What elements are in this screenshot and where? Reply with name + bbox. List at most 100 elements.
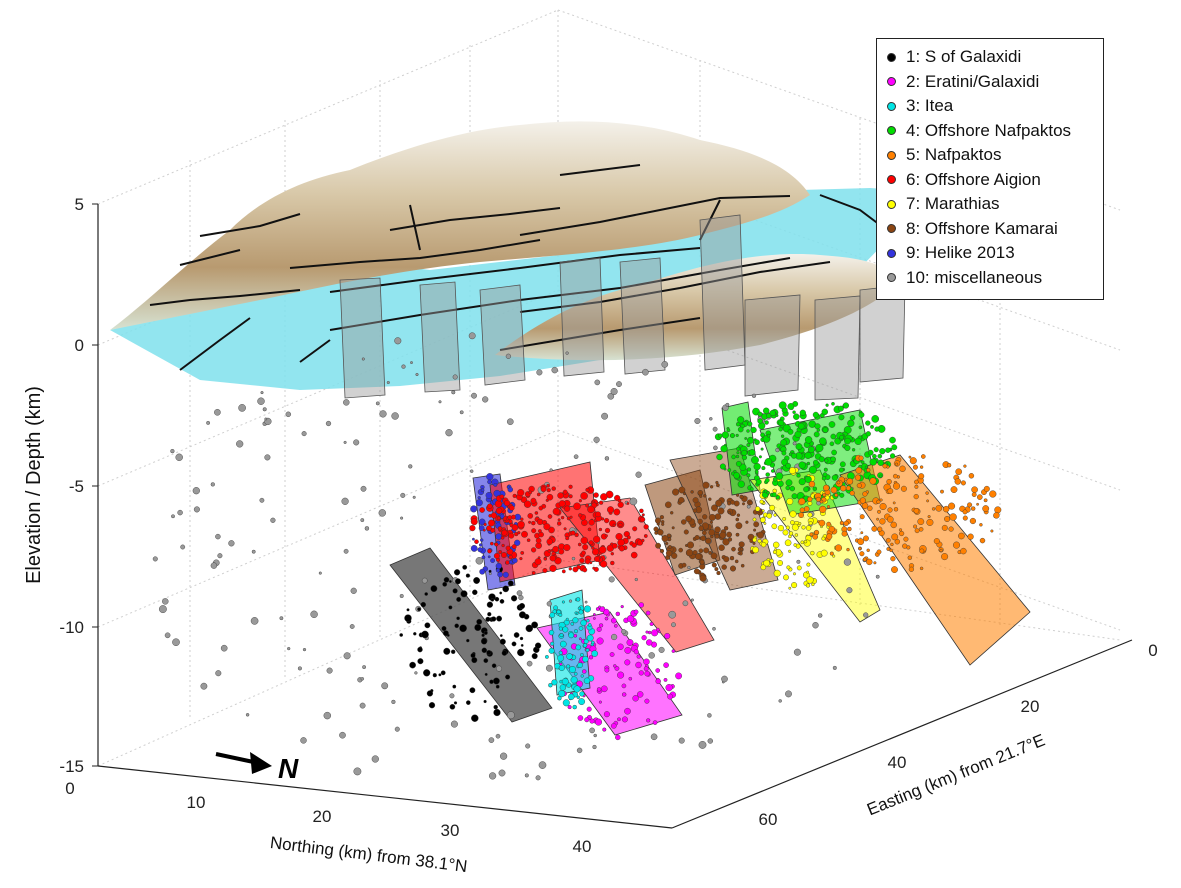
hypocenter-point: [621, 716, 628, 723]
hypocenter-point: [608, 576, 615, 583]
hypocenter-point: [586, 634, 594, 642]
hypocenter-point: [982, 505, 990, 512]
hypocenter-point: [758, 455, 762, 459]
hypocenter-point: [512, 493, 517, 498]
hypocenter-point: [604, 534, 608, 538]
hypocenter-point: [412, 495, 416, 499]
hypocenter-point: [454, 569, 461, 576]
hypocenter-point: [772, 549, 778, 555]
hypocenter-point: [646, 639, 653, 646]
hypocenter-point: [531, 520, 536, 526]
hypocenter-point: [793, 413, 800, 420]
hypocenter-point: [636, 654, 641, 659]
hypocenter-point: [788, 531, 794, 536]
hypocenter-point: [872, 453, 877, 459]
hypocenter-point: [813, 431, 820, 438]
hypocenter-point: [518, 594, 524, 601]
hypocenter-point: [931, 507, 936, 511]
hypocenter-point: [499, 634, 503, 637]
hypocenter-point: [318, 571, 322, 575]
hypocenter-point: [648, 652, 655, 659]
hypocenter-point: [587, 505, 595, 514]
hypocenter-point: [753, 528, 757, 532]
hypocenter-point: [891, 533, 899, 541]
hypocenter-point: [525, 624, 533, 633]
hypocenter-point: [353, 767, 362, 776]
hypocenter-point: [867, 505, 873, 511]
hypocenter-point: [505, 545, 511, 551]
hypocenter-point: [775, 495, 780, 500]
hypocenter-point: [486, 473, 494, 481]
hypocenter-point: [483, 658, 489, 663]
hypocenter-point: [565, 536, 570, 541]
hypocenter-point: [563, 544, 571, 552]
hypocenter-point: [918, 473, 925, 480]
hypocenter-point: [727, 468, 732, 472]
hypocenter-point: [810, 550, 815, 556]
hypocenter-point: [665, 501, 672, 509]
hypocenter-point: [752, 546, 759, 554]
hypocenter-point: [576, 695, 580, 699]
hypocenter-point: [793, 648, 801, 656]
hypocenter-point: [697, 490, 703, 496]
hypocenter-point: [814, 423, 821, 430]
hypocenter-point: [860, 531, 864, 535]
hypocenter-point: [812, 534, 819, 540]
hypocenter-point: [891, 444, 898, 451]
hypocenter-point: [678, 737, 685, 744]
hypocenter-point: [742, 502, 746, 506]
hypocenter-point: [520, 644, 524, 647]
hypocenter-point: [180, 544, 186, 550]
hypocenter-point: [716, 570, 721, 576]
hypocenter-point: [759, 499, 764, 504]
hypocenter-point: [716, 483, 720, 488]
hypocenter-point: [813, 459, 819, 466]
hypocenter-point: [963, 464, 967, 468]
hypocenter-point: [824, 458, 829, 463]
hypocenter-point: [887, 507, 893, 513]
north-arrow: N: [215, 752, 299, 784]
hypocenter-point: [644, 670, 651, 677]
hypocenter-point: [192, 487, 200, 495]
hypocenter-point: [886, 479, 892, 485]
hypocenter-point: [215, 670, 222, 677]
hypocenter-point: [847, 419, 855, 427]
hypocenter-point: [838, 414, 845, 421]
hypocenter-point: [757, 411, 763, 417]
hypocenter-point: [826, 521, 832, 527]
hypocenter-point: [806, 570, 809, 574]
hypocenter-point: [690, 490, 694, 494]
hypocenter-point: [501, 529, 508, 536]
hypocenter-point: [582, 567, 588, 573]
hypocenter-point: [889, 548, 893, 553]
hypocenter-point: [862, 557, 867, 562]
easting-tick-label: 20: [1021, 697, 1040, 716]
hypocenter-point: [979, 523, 983, 527]
hypocenter-point: [632, 695, 639, 702]
hypocenter-point: [568, 599, 573, 603]
hypocenter-point: [420, 601, 426, 608]
z-tick-label: 0: [75, 336, 84, 355]
hypocenter-point: [558, 500, 566, 507]
hypocenter-point: [560, 515, 565, 520]
hypocenter-point: [538, 531, 544, 538]
hypocenter-point: [694, 418, 701, 425]
hypocenter-point: [900, 485, 907, 492]
hypocenter-point: [967, 533, 974, 540]
hypocenter-point: [899, 465, 906, 472]
hypocenter-point: [536, 369, 543, 376]
hypocenter-point: [353, 439, 360, 446]
hypocenter-point: [595, 718, 603, 726]
hypocenter-point: [754, 506, 761, 512]
hypocenter-point: [589, 727, 595, 734]
hypocenter-point: [657, 529, 664, 536]
hypocenter-point: [508, 554, 513, 560]
hypocenter-point: [831, 401, 835, 406]
hypocenter-point: [399, 594, 404, 599]
hypocenter-point: [654, 531, 659, 535]
legend-marker: [887, 199, 896, 209]
hypocenter-point: [621, 629, 627, 635]
hypocenter-point: [821, 476, 827, 481]
hypocenter-point: [939, 548, 943, 553]
hypocenter-point: [502, 571, 509, 578]
